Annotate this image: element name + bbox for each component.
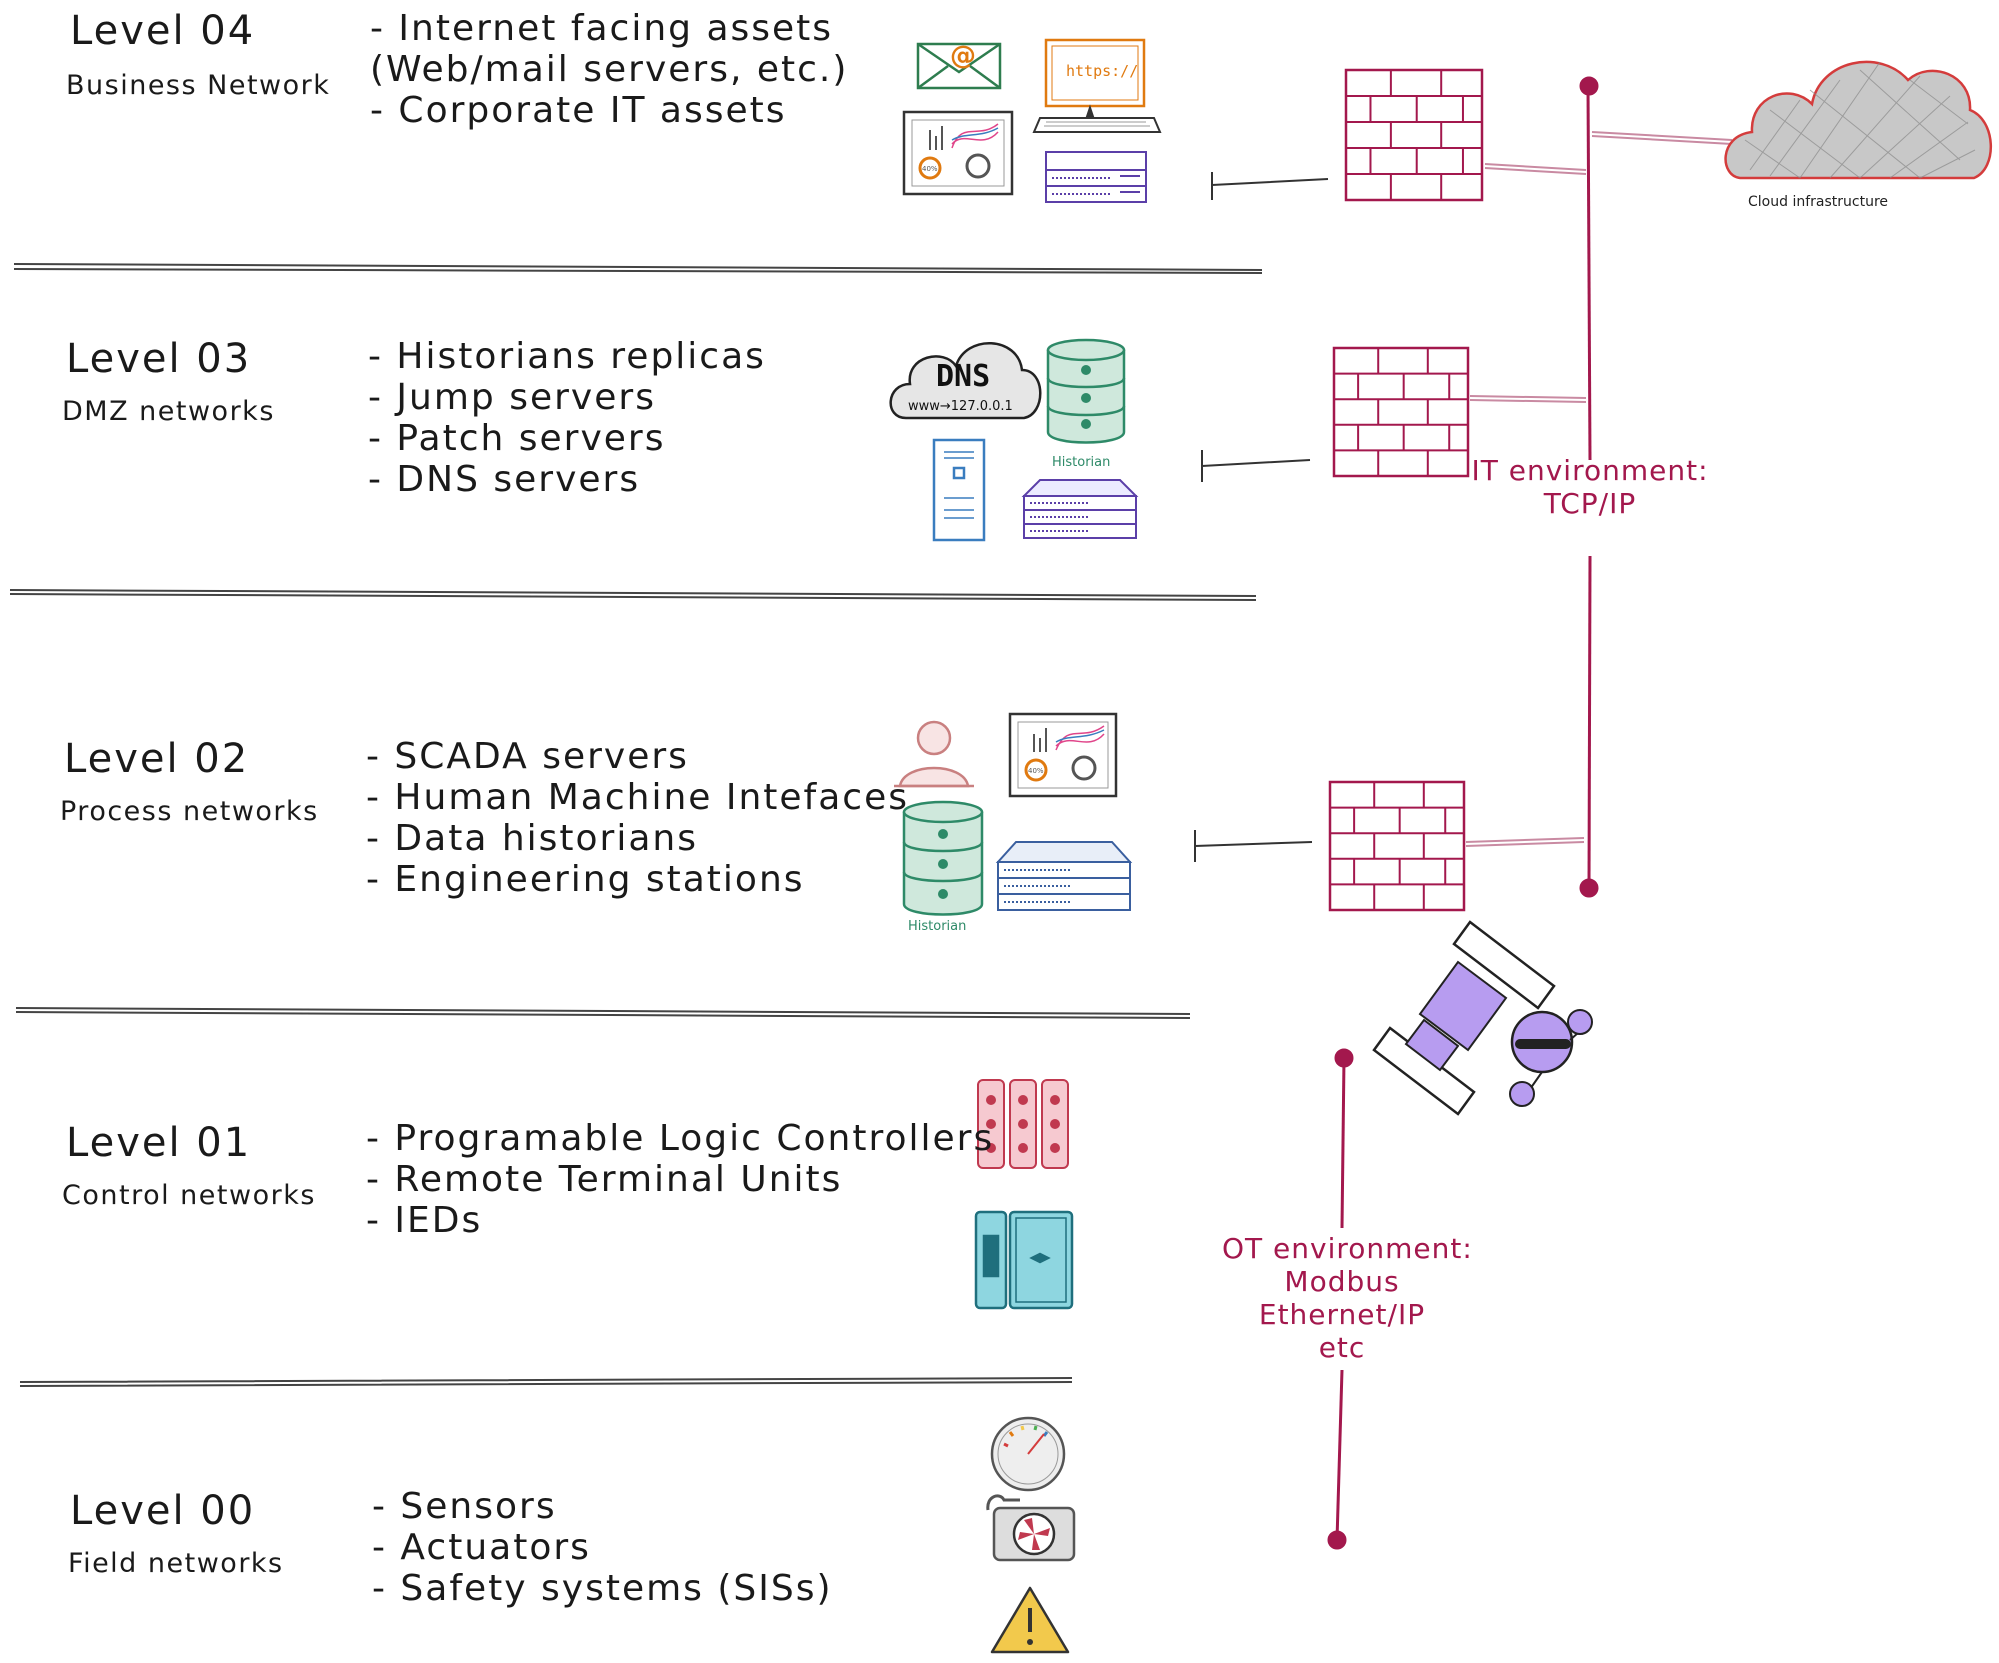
level-03-title: Level 03 (66, 336, 252, 382)
connector-level03 (1201, 450, 1311, 482)
ot-environment-line: Modbus (1284, 1265, 1400, 1298)
link-fw02-bus (1465, 837, 1585, 847)
connector-level02 (1194, 830, 1313, 862)
historian-db-icon-l02 (902, 800, 984, 916)
level-00-item: - Actuators (372, 1527, 591, 1568)
level-01-item: - Remote Terminal Units (366, 1159, 843, 1200)
rack-server-icon-l03 (1021, 479, 1139, 539)
firewall-level04 (1344, 68, 1484, 202)
level-01-item: - IEDs (366, 1200, 483, 1241)
level-04-items: - Internet facing assets (Web/mail serve… (370, 8, 848, 131)
ot-environment-line: OT environment: (1222, 1232, 1473, 1265)
historian-caption-l02: Historian (908, 919, 966, 934)
divider-04-03 (13, 263, 1263, 274)
level-04-item: - Corporate IT assets (370, 90, 787, 131)
dns-cloud-icon (889, 342, 1042, 420)
level-01-subtitle: Control networks (62, 1180, 316, 1211)
level-03-items: - Historians replicas - Jump servers - P… (368, 336, 766, 500)
dashboard-icon-l04 (902, 110, 1014, 196)
level-04-title: Level 04 (70, 8, 256, 54)
connector-level04 (1211, 172, 1329, 200)
divider-01-00 (19, 1377, 1073, 1387)
email-icon (916, 42, 1002, 90)
rtu-icon (974, 1210, 1074, 1310)
level-02-subtitle: Process networks (60, 796, 319, 827)
it-bus (1579, 76, 1599, 898)
level-03-item: - Historians replicas (368, 336, 766, 377)
ot-environment-label: OT environment: Modbus Ethernet/IP etc (1222, 1232, 1473, 1364)
level-00-title: Level 00 (70, 1488, 256, 1534)
cloud-caption: Cloud infrastructure (1748, 194, 1888, 210)
firewall-level03 (1332, 346, 1470, 478)
ot-bus (1327, 1048, 1354, 1550)
level-00-subtitle: Field networks (68, 1548, 284, 1579)
dashboard-gauge-percent-l04: 40% (922, 165, 938, 173)
level-04-item: - Internet facing assets (370, 8, 834, 49)
ot-bus-end-bottom (1327, 1530, 1347, 1550)
it-bus-end-bottom (1579, 878, 1599, 898)
level-01-item: - Programable Logic Controllers (366, 1118, 995, 1159)
browser-url-text: https:// (1066, 62, 1138, 80)
dashboard-gauge-percent-l02: 40% (1028, 767, 1044, 775)
it-environment-line: IT environment: (1471, 454, 1709, 487)
it-bus-line-upper (1586, 85, 1592, 461)
level-dividers (9, 263, 1263, 1387)
level-02-item: - Human Machine Intefaces (366, 777, 909, 818)
firewall-level02 (1328, 780, 1466, 912)
divider-02-01 (15, 1007, 1191, 1019)
level-02-title: Level 02 (64, 736, 250, 782)
ot-bus-line-lower (1335, 1369, 1344, 1541)
browser-monitor-icon (1032, 38, 1162, 133)
dashboard-icon-l02 (1008, 712, 1118, 798)
engineer-user-icon (894, 720, 974, 788)
dns-mapping: www→127.0.0.1 (908, 399, 1013, 414)
it-environment-label: IT environment: TCP/IP (1470, 454, 1710, 520)
level-00-items: - Sensors - Actuators - Safety systems (… (372, 1486, 833, 1609)
link-fw03-bus (1469, 395, 1587, 403)
level-04-subtitle: Business Network (66, 70, 331, 101)
it-environment-line: TCP/IP (1543, 487, 1637, 520)
level-02-items: - SCADA servers - Human Machine Inteface… (366, 736, 909, 900)
rack-server-icon-l02 (995, 841, 1133, 911)
historian-db-icon-l03 (1046, 338, 1126, 444)
plc-icon (977, 1079, 1069, 1169)
actuator-valve-icon (986, 1494, 1076, 1562)
it-bus-line-lower (1587, 555, 1592, 889)
level-02-item: - Engineering stations (366, 859, 805, 900)
level-01-title: Level 01 (66, 1120, 252, 1166)
ot-environment-line: etc (1318, 1331, 1366, 1364)
dns-label: DNS (936, 359, 990, 394)
satellite-gateway-icon (1372, 920, 1593, 1116)
safety-warning-icon (990, 1586, 1070, 1654)
cloud-icon (1724, 60, 1993, 180)
sensor-gauge-icon (990, 1416, 1066, 1492)
level-03-item: - Jump servers (368, 377, 656, 418)
tower-server-icon-l03 (932, 438, 986, 542)
level-00-item: - Sensors (372, 1486, 557, 1527)
ot-environment-line: Ethernet/IP (1258, 1298, 1426, 1331)
historian-caption-l03: Historian (1052, 455, 1110, 470)
it-bus-end-top (1579, 76, 1599, 96)
ot-bus-line-upper (1340, 1057, 1346, 1229)
firewall-bus-links (1465, 131, 1733, 847)
level-00-item: - Safety systems (SISs) (372, 1568, 833, 1609)
level-02-item: - Data historians (366, 818, 698, 859)
ot-bus-end-top (1334, 1048, 1354, 1068)
link-bus-cloud (1591, 131, 1733, 145)
rack-server-icon-l04 (1045, 151, 1147, 203)
level-03-subtitle: DMZ networks (62, 396, 275, 427)
firewalls (1328, 68, 1484, 912)
level-03-item: - Patch servers (368, 418, 666, 459)
divider-03-02 (9, 589, 1257, 601)
email-at-symbol: @ (950, 41, 976, 71)
level-03-item: - DNS servers (368, 459, 641, 500)
level-connectors (1194, 172, 1329, 862)
level-01-items: - Programable Logic Controllers - Remote… (366, 1118, 994, 1241)
link-fw04-bus (1484, 163, 1587, 175)
level-04-item: (Web/mail servers, etc.) (370, 49, 849, 90)
level-02-item: - SCADA servers (366, 736, 689, 777)
